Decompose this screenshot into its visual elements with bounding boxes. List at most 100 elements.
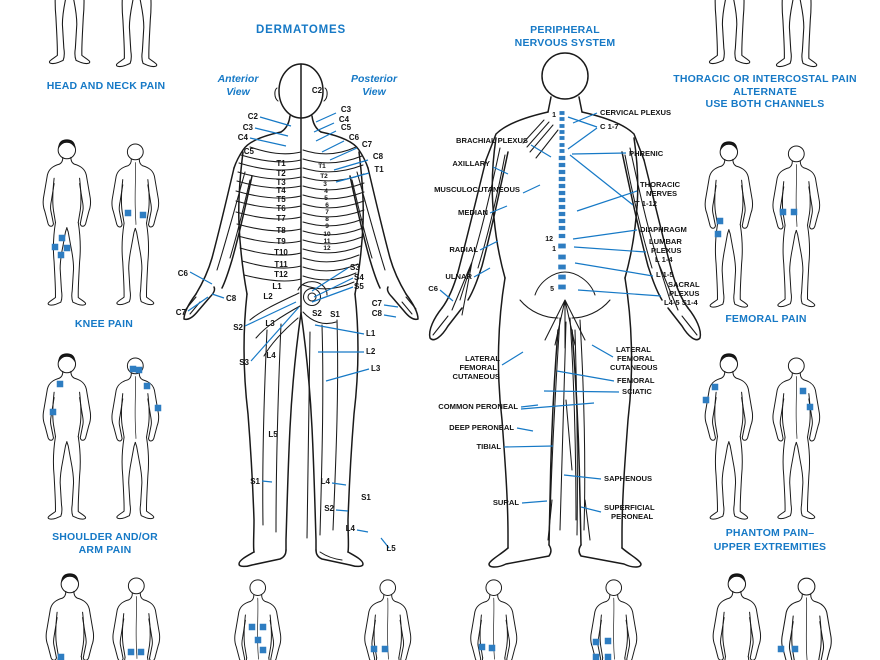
- caption-thoracic-pain-3: USE BOTH CHANNELS: [706, 98, 825, 110]
- electrode-square: [127, 648, 135, 656]
- dermatome-label: L4: [321, 477, 331, 486]
- electrode-square: [63, 244, 71, 252]
- dermatome-label: S1: [330, 310, 340, 319]
- caption-knee-pain: KNEE PAIN: [75, 318, 133, 330]
- nerve-label: RADIAL: [449, 245, 478, 254]
- nerve-label: LUMBAR: [649, 237, 682, 246]
- dermatome-labels: C2C3C4C5T1T2T3T4T5T6T7T8T9T10T11T12L1L2L…: [176, 86, 396, 553]
- leader-line: [530, 144, 552, 158]
- dermatome-label: 9: [325, 223, 329, 230]
- electrode-square: [124, 209, 132, 217]
- spine-number: 1: [552, 112, 556, 119]
- dermatome-label: L1: [366, 329, 376, 338]
- dermatome-label: 10: [323, 231, 331, 238]
- dermatome-body-art: [183, 63, 419, 568]
- nerve-label: FEMORAL: [617, 376, 655, 385]
- nerve-label: THORACIC: [640, 180, 681, 189]
- dermatome-label: T5: [276, 195, 286, 204]
- nerve-label: DEEP PERONEAL: [449, 423, 514, 432]
- dermatome-label: 7: [325, 209, 329, 216]
- figure-back: [110, 0, 163, 68]
- leader-line: [520, 402, 595, 410]
- spine-segment-square: [558, 190, 566, 196]
- spine-segment-square: [558, 183, 566, 189]
- figure-front: [42, 352, 92, 520]
- electrode-square: [592, 638, 600, 646]
- leader-line: [383, 314, 397, 318]
- electrode-square: [791, 645, 799, 653]
- spine-segment-square: [558, 284, 566, 290]
- nerve-label: SAPHENOUS: [604, 474, 652, 483]
- dermatome-label: C6: [349, 133, 360, 142]
- dermatomes-title: DERMATOMES: [256, 24, 346, 36]
- electrode-square: [714, 230, 722, 238]
- nerve-label: T 1-12: [635, 199, 657, 208]
- electrodes-shoulder: [49, 365, 162, 416]
- electrodes-knee: [51, 209, 147, 259]
- figure-front: [704, 352, 754, 520]
- electrode-square: [370, 645, 378, 653]
- dermatome-label: L4: [346, 524, 356, 533]
- leader-line: [543, 390, 620, 393]
- leader-line: [314, 324, 365, 335]
- electrode-square: [143, 382, 151, 390]
- figure-front: [42, 138, 92, 306]
- electrodes-femoral: [714, 208, 798, 238]
- caption-thoracic-pain-2: ALTERNATE: [733, 86, 797, 98]
- leader-line: [556, 370, 615, 382]
- dermatome-label: T9: [276, 237, 286, 246]
- peripheral-body-art: [428, 52, 702, 568]
- dermatome-label: 11: [324, 238, 331, 245]
- dermatome-label: C8: [226, 294, 237, 303]
- figure-back: [590, 579, 638, 660]
- electrode-square: [702, 396, 710, 404]
- leader-line: [259, 116, 292, 127]
- electrode-square: [478, 643, 486, 651]
- dermatome-label: T4: [276, 186, 286, 195]
- leader-line: [249, 137, 287, 147]
- spine-segment-square: [558, 204, 566, 210]
- nerve-label: BRACHIAL PLEXUS: [456, 136, 528, 145]
- dermatome-label: S2: [312, 309, 322, 318]
- dermatome-label: 8: [325, 216, 329, 223]
- figure-front: [45, 572, 95, 660]
- leader-line: [333, 159, 369, 171]
- caption-femoral-pain: FEMORAL PAIN: [725, 313, 806, 325]
- electrodes-bottom-row: [57, 623, 799, 660]
- dermatome-label: C8: [372, 309, 383, 318]
- electrode-square: [259, 646, 267, 654]
- spine-segment-square: [558, 197, 566, 203]
- dermatome-label: L2: [263, 292, 273, 301]
- figure-front: [704, 140, 754, 308]
- electrodes-phantom: [702, 383, 814, 411]
- leader-line: [567, 127, 598, 150]
- dermatome-label: C7: [362, 140, 373, 149]
- electrode-square: [488, 644, 496, 652]
- electrode-square: [790, 208, 798, 216]
- nerve-label: L 1-4: [655, 255, 673, 264]
- nerve-label: ULNAR: [445, 272, 472, 281]
- figure-back: [772, 357, 821, 520]
- dermatome-label: C6: [178, 269, 189, 278]
- leader-line: [576, 190, 638, 212]
- electrode-square: [248, 623, 256, 631]
- spine-segment-square: [559, 117, 565, 121]
- nerve-label: LATERAL: [465, 354, 500, 363]
- leader-line: [573, 246, 647, 253]
- nerve-label: SCIATIC: [622, 387, 652, 396]
- dermatome-label: 3: [323, 181, 327, 188]
- electrode-square: [137, 648, 145, 656]
- nerve-label: PERONEAL: [611, 512, 654, 521]
- dermatome-label: L1: [272, 282, 282, 291]
- leader-line: [189, 271, 213, 285]
- leader-line: [492, 166, 509, 175]
- spine-segment-square: [559, 111, 565, 115]
- peripheral-title-1: PERIPHERAL: [530, 24, 600, 36]
- electrode-square: [51, 243, 59, 251]
- nerve-label: MUSCULOCUTANEOUS: [434, 185, 520, 194]
- dermatome-label: T10: [274, 248, 288, 257]
- leader-line: [439, 289, 454, 302]
- leader-line: [571, 152, 627, 155]
